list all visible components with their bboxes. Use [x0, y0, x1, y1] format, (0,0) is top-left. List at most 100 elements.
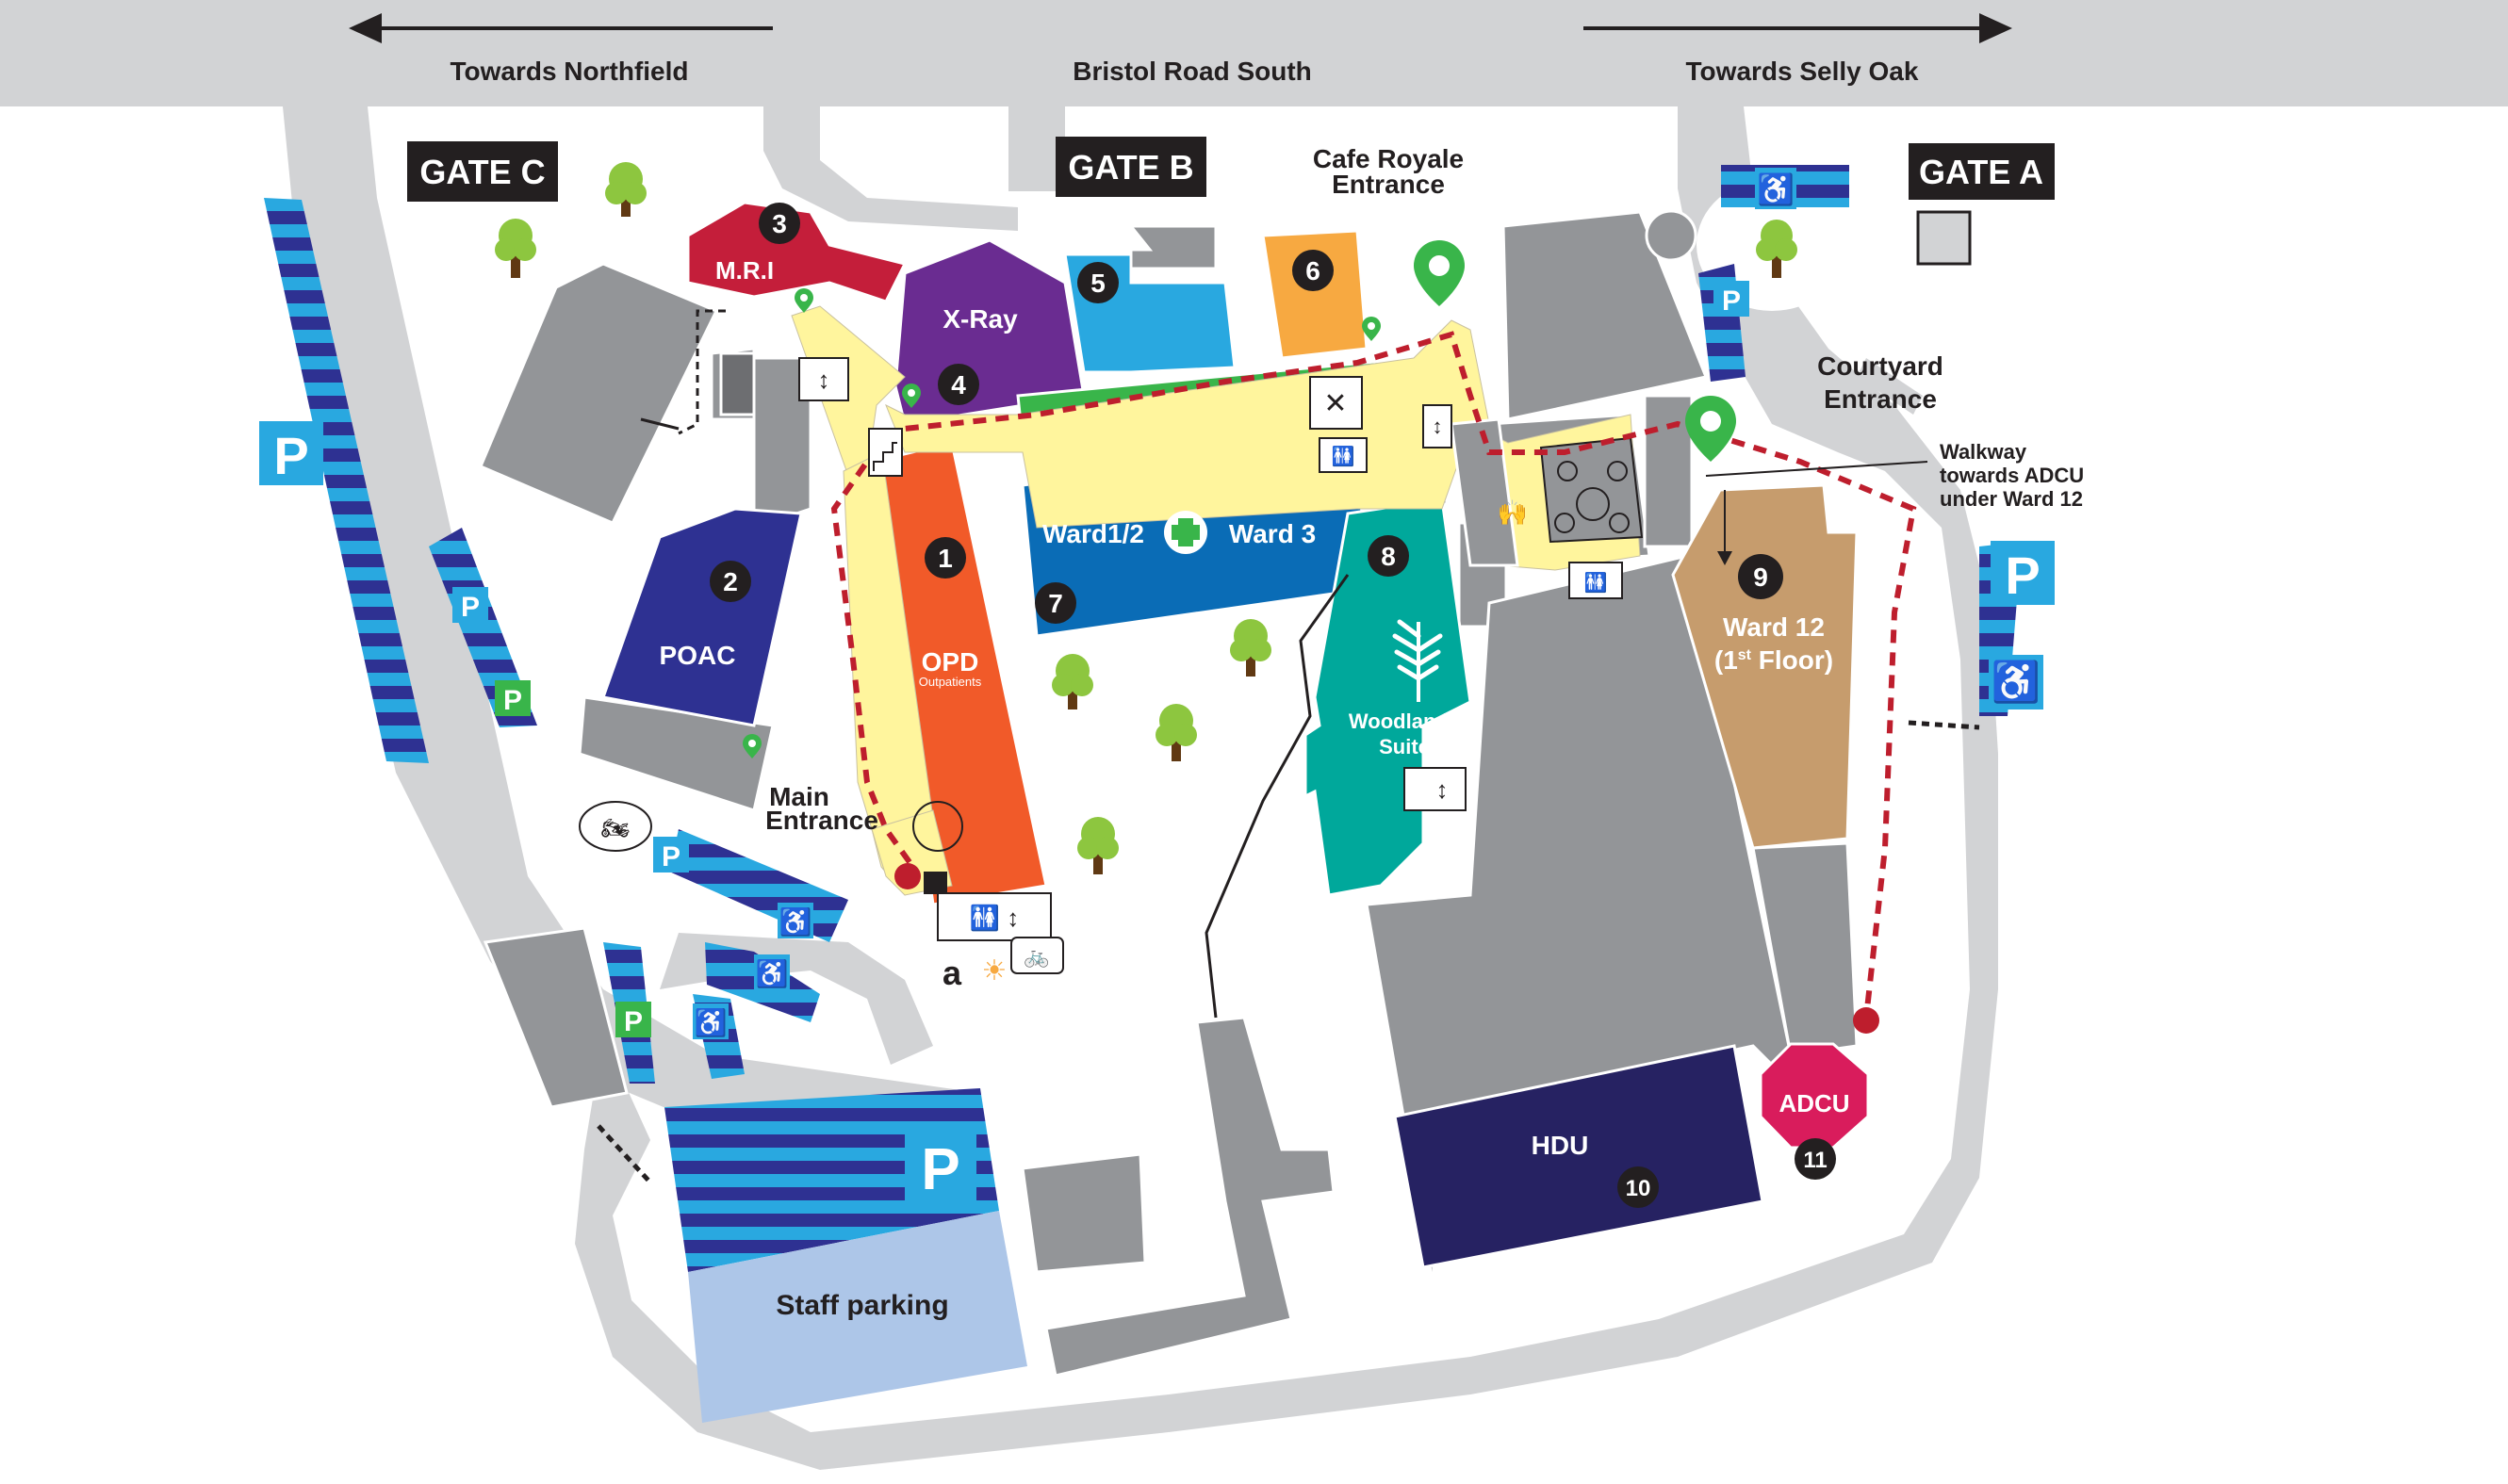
courtyard-road: [1857, 358, 1923, 415]
disabled-icon: ♿: [1755, 168, 1796, 209]
parking-icon: P: [452, 587, 488, 623]
number-markers: 1 2 3 4 5 6 7 8 9 10 11: [710, 203, 1836, 1208]
gate-c-badge: [407, 141, 558, 202]
building-poac-top: [752, 356, 812, 530]
building-annex: [719, 351, 756, 416]
courtyard-feature-4: [1554, 513, 1575, 533]
stairs-icon: [868, 428, 903, 477]
marker-7: 7: [1035, 582, 1076, 624]
disabled-icon: ♿: [778, 903, 813, 938]
svg-text:1: 1: [938, 544, 953, 573]
marker-8: 8: [1368, 535, 1409, 577]
lift-icon: ↕: [1403, 767, 1467, 811]
building-south: [1021, 1152, 1147, 1274]
opd-sub-label: Outpatients: [919, 675, 982, 689]
first-aid-icon: [1164, 511, 1207, 554]
marker-5: 5: [1077, 262, 1119, 303]
svg-text:5: 5: [1090, 269, 1106, 298]
adcu-label: ADCU: [1779, 1089, 1849, 1117]
staff-parking-area: [688, 1211, 1027, 1423]
svg-text:7: 7: [1048, 589, 1063, 618]
parking-icon: P: [259, 421, 323, 485]
mri-label: M.R.I: [715, 256, 774, 285]
location-pins: [743, 240, 1736, 758]
tree-icon: [1052, 654, 1093, 709]
toilets-icon: 🚻 ↕: [937, 892, 1052, 941]
building-ward-12: [1671, 483, 1859, 850]
tree-icon: [1756, 220, 1797, 278]
svg-text:P: P: [662, 841, 680, 872]
marker-11: 11: [1795, 1138, 1836, 1180]
svg-text:P: P: [461, 592, 480, 623]
svg-text:P: P: [624, 1006, 643, 1037]
marker-1: 1: [925, 537, 966, 579]
walkway-arrowhead: [1717, 551, 1732, 565]
courtyard-feature: [1576, 487, 1610, 521]
main-road: [0, 0, 2508, 106]
location-pin-icon: [795, 288, 813, 313]
tree-icon: [605, 162, 647, 217]
marker-4: 4: [938, 364, 979, 405]
building-south-west: [483, 926, 629, 1109]
walking-route: [830, 331, 1917, 1019]
gate-a-label: GATE A: [1919, 153, 2043, 191]
svg-text:P: P: [921, 1137, 959, 1202]
road-name-label: Bristol Road South: [1073, 57, 1312, 86]
lift-icon: ↕: [798, 357, 849, 401]
svg-text:♿: ♿: [779, 906, 812, 938]
ward-12-label-2: (1st Floor): [1714, 645, 1833, 675]
parking-icon: P: [1991, 541, 2055, 605]
svg-text:🏍: 🏍: [601, 816, 631, 841]
building-ward12-base: [1751, 841, 1859, 1057]
building-courtyard-side: [1643, 394, 1694, 548]
parking-icon: P: [653, 837, 689, 872]
tree-icon: [1230, 619, 1271, 677]
ward-1-2-label: Ward1/2: [1042, 519, 1144, 548]
building-west: [479, 262, 719, 525]
road-right-label: Towards Selly Oak: [1686, 57, 1919, 86]
svg-text:P: P: [273, 426, 308, 485]
svg-text:9: 9: [1753, 563, 1768, 592]
location-pin-icon: [743, 734, 762, 758]
lift-icon: ↕: [1422, 404, 1452, 448]
location-pin-icon: [1685, 396, 1736, 462]
svg-text:✕: ✕: [1323, 388, 1347, 419]
arrow-right-icon: [1583, 13, 2012, 43]
svg-text:6: 6: [1305, 256, 1320, 285]
gate-b-label: GATE B: [1068, 148, 1193, 187]
parking-icon: P: [905, 1129, 976, 1202]
staff-parking-label: Staff parking: [776, 1290, 948, 1321]
trees: [495, 162, 1797, 874]
path-mri: [678, 309, 726, 435]
parking-icon: P: [615, 1002, 651, 1037]
building-adcu: [1759, 1042, 1870, 1150]
building-north-east: [1501, 210, 1709, 421]
west-road: [283, 106, 980, 1145]
svg-text:🚻: 🚻: [1584, 571, 1608, 594]
gate-c-label: GATE C: [419, 153, 545, 191]
cafe-royale-label-1: Cafe Royale: [1313, 144, 1464, 173]
svg-text:P: P: [1722, 285, 1741, 317]
ward-3-label: Ward 3: [1229, 519, 1316, 548]
svg-text:♿: ♿: [756, 958, 789, 989]
gate-b-road: [763, 106, 1018, 231]
svg-text:3: 3: [772, 209, 787, 238]
tree-icon: [1156, 704, 1197, 761]
svg-text:11: 11: [1803, 1148, 1827, 1173]
amenity-icons: ↕ ✕ 🚻 ↕ 🙌 🚻 ↕ 🚻 ↕ a☀ 🚲 🏍: [579, 357, 1623, 992]
parking-icon: P: [495, 680, 531, 716]
route-start: [894, 863, 921, 889]
chapel-icon: 🙌: [1498, 498, 1528, 527]
building-gate-a: [1916, 210, 1972, 266]
svg-text:↕: ↕: [1433, 415, 1443, 438]
shop-icon: a☀: [943, 954, 1007, 992]
building-poac: [601, 507, 803, 727]
building-labels: M.R.I X-Ray POAC OPD Outpatients Ward1/2…: [660, 256, 1850, 1160]
svg-text:🚲: 🚲: [1024, 944, 1049, 968]
svg-text:10: 10: [1626, 1176, 1651, 1201]
route-end: [1853, 1007, 1879, 1034]
motorbike-icon: 🏍: [579, 801, 652, 852]
building-gate-b: [1127, 224, 1218, 270]
path-east: [1908, 720, 1980, 730]
parking-icon: P: [1713, 281, 1749, 317]
